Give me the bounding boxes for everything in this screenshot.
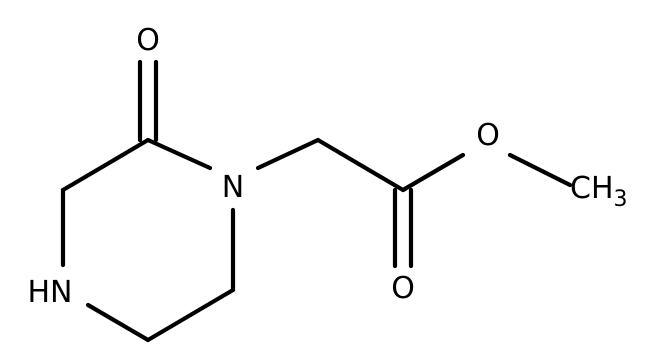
bond-ester-carbon-to-oxygen xyxy=(400,152,466,193)
atom-label-oxygen-ester-double: O xyxy=(391,271,415,306)
atom-label-oxygen-ester-single: O xyxy=(476,118,500,153)
bond-ring-ch2-to-ch2 xyxy=(145,287,236,343)
atom-label-nitrogen-ring: N xyxy=(222,170,244,205)
atom-label-nh-ring: HN xyxy=(28,275,73,310)
methyl-main-label: CH xyxy=(570,171,614,206)
bond-ch2-to-ester-carbon xyxy=(315,137,406,193)
atom-label-oxygen-ring-carbonyl: O xyxy=(136,23,160,58)
bond-oxygen-to-methyl xyxy=(507,152,573,188)
bond-ring-carbonyl-to-ch2 xyxy=(60,137,151,193)
bond-ring-nh-to-ch2 xyxy=(85,302,151,343)
bond-ring-n-to-carbonyl xyxy=(145,137,213,171)
methyl-subscript: 3 xyxy=(614,187,628,212)
bond-n-to-ch2 xyxy=(255,137,321,171)
atom-label-methyl: CH3 xyxy=(570,171,628,212)
